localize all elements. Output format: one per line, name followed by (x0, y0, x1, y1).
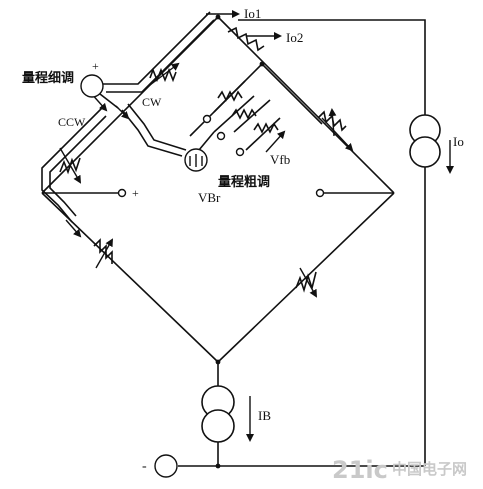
left-path-arrow (65, 219, 82, 238)
ladder-terminal-1 (202, 114, 212, 124)
ladder-node-2 (215, 359, 221, 365)
cw-arrow (115, 105, 130, 120)
resistor-bottom-left-arrow (95, 238, 113, 269)
terminal-left (117, 188, 127, 198)
label-plus-left: + (132, 186, 139, 200)
ladder-terminal-2 (216, 131, 226, 141)
label-io1: Io1 (244, 6, 261, 21)
ladder-resistor-3 (253, 122, 279, 134)
cw-path (121, 109, 183, 157)
fine-span-pot (80, 74, 104, 98)
ladder-rail-2 (261, 63, 323, 125)
label-vfb: Vfb (270, 152, 290, 167)
label-io: Io (453, 134, 464, 149)
ladder-terminal-3 (235, 147, 245, 157)
right-path-arrow (321, 117, 354, 152)
ladder-resistor-1 (217, 90, 243, 102)
ccw-path-outer (41, 107, 103, 223)
io-current-source-lower (409, 136, 441, 168)
negative-terminal (154, 454, 178, 478)
label-fine-span: 量程细调 (22, 70, 74, 86)
ccw-path-inner (49, 115, 107, 217)
bottom-node (215, 463, 221, 469)
io-supply-wire (238, 19, 426, 466)
io1-path-inner (106, 19, 215, 93)
label-plus-top: + (92, 59, 99, 73)
ladder-tap-1 (213, 80, 246, 113)
label-io2: Io2 (286, 30, 303, 45)
ladder-tap-3 (233, 99, 271, 133)
label-cw: CW (142, 95, 162, 109)
resistor-top-left-arrow (145, 62, 180, 89)
fine-pot-wiper (99, 93, 119, 109)
resistor-bottom-right (295, 271, 317, 293)
ladder-tap-4 (245, 117, 281, 151)
resistor-bottom-right-arrow (299, 267, 317, 298)
ladder-node-1 (259, 61, 265, 67)
watermark-site: 中国电子网 (392, 460, 467, 478)
label-vbr: VBr (198, 190, 221, 205)
vfb-arrow (265, 130, 286, 153)
label-coarse-span: 量程粗调 (218, 174, 270, 190)
top-node (215, 14, 221, 20)
resistor-right-upper-arrow (328, 108, 337, 137)
terminal-right (315, 188, 325, 198)
resistor-top-right (227, 26, 265, 52)
label-minus: - (142, 459, 147, 474)
ib-current-source-lower (201, 409, 235, 443)
label-ccw: CCW (58, 115, 86, 129)
label-ib: IB (258, 408, 271, 423)
resistor-left-mid-arrow (59, 147, 82, 184)
watermark-21ic: 21ic (332, 456, 388, 484)
bridge-upper-right (217, 16, 395, 194)
ladder-resistor-2 (231, 108, 257, 120)
cw-path-inner (127, 103, 187, 151)
